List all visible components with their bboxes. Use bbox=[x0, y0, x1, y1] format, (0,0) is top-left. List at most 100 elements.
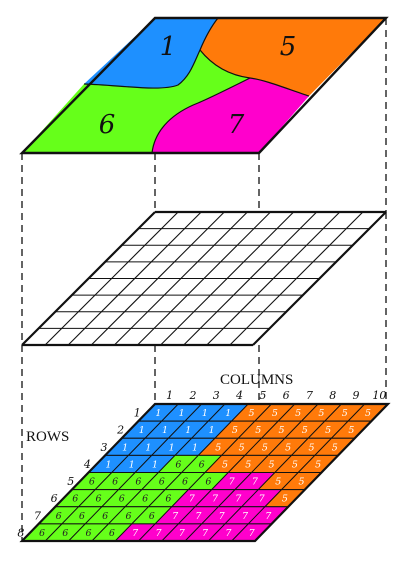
raster-cell-value: 6 bbox=[62, 528, 68, 539]
raster-cell-value: 6 bbox=[182, 477, 188, 488]
raster-cell-value: 1 bbox=[179, 408, 185, 419]
raster-cell-value: 5 bbox=[295, 408, 301, 419]
raster-cell-value: 1 bbox=[225, 408, 231, 419]
raster-cell-value: 6 bbox=[119, 494, 125, 505]
raster-cell-value: 6 bbox=[149, 511, 155, 522]
column-number: 3 bbox=[213, 389, 220, 402]
column-number: 1 bbox=[166, 389, 173, 402]
column-number: 2 bbox=[188, 389, 196, 402]
empty-grid-layer bbox=[21, 210, 387, 347]
raster-cell-value: 1 bbox=[105, 459, 111, 470]
raster-cell-value: 6 bbox=[175, 459, 181, 470]
raster-cell-value: 7 bbox=[259, 494, 266, 505]
raster-cell-value: 1 bbox=[155, 408, 161, 419]
raster-cell-value: 6 bbox=[95, 494, 101, 505]
raster-cell-value: 5 bbox=[262, 442, 268, 453]
raster-cell-value: 6 bbox=[205, 477, 211, 488]
raster-cell-value: 5 bbox=[325, 425, 331, 436]
layer-connectors bbox=[21, 18, 387, 540]
raster-cell-value: 7 bbox=[229, 477, 236, 488]
raster-cell-value: 7 bbox=[189, 494, 196, 505]
raster-cell-value: 5 bbox=[269, 459, 275, 470]
region-label-1: 1 bbox=[160, 32, 177, 62]
raster-cell-value: 1 bbox=[152, 459, 158, 470]
raster-cell-value: 5 bbox=[245, 459, 251, 470]
raster-cell-value: 7 bbox=[225, 528, 232, 539]
raster-cell-value: 6 bbox=[72, 494, 78, 505]
raster-cell-value: 5 bbox=[365, 408, 371, 419]
raster-cell-value: 5 bbox=[275, 477, 281, 488]
raster-cell-value: 7 bbox=[249, 528, 256, 539]
column-numbers: 1 2 3 4 5 6 7 8 9 10 bbox=[166, 389, 386, 402]
region-label-6: 6 bbox=[99, 110, 116, 140]
raster-cell-value: 7 bbox=[195, 511, 202, 522]
columns-label: COLUMNS bbox=[220, 372, 293, 388]
raster-cell-value: 5 bbox=[292, 459, 298, 470]
raster-cell-value: 6 bbox=[89, 477, 95, 488]
row-number: 3 bbox=[100, 441, 107, 454]
raster-cell-value: 6 bbox=[135, 477, 141, 488]
raster-cell-value: 6 bbox=[142, 494, 148, 505]
raster-cell-value: 6 bbox=[56, 511, 62, 522]
raster-cell-value: 5 bbox=[318, 408, 324, 419]
raster-cell-value: 6 bbox=[112, 477, 118, 488]
raster-cell-value: 5 bbox=[342, 408, 348, 419]
row-number: 8 bbox=[17, 526, 24, 539]
column-number: 4 bbox=[235, 389, 243, 402]
column-number: 6 bbox=[283, 389, 290, 402]
region-map-layer: 1 5 6 7 bbox=[19, 16, 389, 155]
row-number: 5 bbox=[67, 475, 74, 488]
raster-cell-value: 5 bbox=[239, 442, 245, 453]
raster-cell-value: 5 bbox=[278, 425, 284, 436]
raster-cell-value: 5 bbox=[308, 442, 314, 453]
row-number: 6 bbox=[51, 492, 58, 505]
region-5 bbox=[200, 18, 386, 96]
raster-cell-value: 1 bbox=[209, 425, 215, 436]
raster-cell-value: 1 bbox=[122, 442, 128, 453]
raster-cell-value: 5 bbox=[272, 408, 278, 419]
raster-cell-value: 5 bbox=[302, 425, 308, 436]
raster-cell-value: 7 bbox=[179, 528, 186, 539]
raster-cell-value: 1 bbox=[129, 459, 135, 470]
raster-cell-value: 5 bbox=[232, 425, 238, 436]
raster-cell-value: 7 bbox=[252, 477, 259, 488]
region-6 bbox=[22, 50, 250, 153]
column-number: 9 bbox=[353, 389, 360, 402]
raster-cell-value: 1 bbox=[202, 408, 208, 419]
row-number: 1 bbox=[134, 407, 141, 420]
region-boundaries bbox=[83, 17, 310, 154]
raster-cell-value: 5 bbox=[222, 459, 228, 470]
region-label-7: 7 bbox=[228, 110, 245, 140]
raster-grid-border bbox=[19, 402, 391, 543]
column-number: 8 bbox=[329, 389, 336, 402]
raster-cell-value: 1 bbox=[162, 425, 168, 436]
raster-cell-value: 1 bbox=[192, 442, 198, 453]
raster-cell-value: 7 bbox=[265, 511, 272, 522]
raster-cell-value: 7 bbox=[202, 528, 209, 539]
raster-cell-value: 7 bbox=[212, 494, 219, 505]
column-number: 10 bbox=[372, 389, 386, 402]
column-number: 5 bbox=[259, 389, 266, 402]
raster-cell-value: 1 bbox=[185, 425, 191, 436]
raster-cell-value: 7 bbox=[132, 528, 139, 539]
region-map-border bbox=[19, 16, 389, 155]
raster-cell-value: 6 bbox=[165, 494, 171, 505]
raster-cell-value: 5 bbox=[332, 442, 338, 453]
raster-cell-value: 5 bbox=[348, 425, 354, 436]
raster-cell-value: 7 bbox=[235, 494, 242, 505]
region-1 bbox=[84, 18, 218, 89]
raster-cell-value: 5 bbox=[282, 494, 288, 505]
region-7 bbox=[152, 78, 309, 153]
raster-cell-value: 6 bbox=[79, 511, 85, 522]
raster-cell-value: 5 bbox=[249, 408, 255, 419]
raster-cell-value: 5 bbox=[255, 425, 261, 436]
raster-cell-value: 6 bbox=[159, 477, 165, 488]
raster-cell-value: 6 bbox=[86, 528, 92, 539]
raster-cell-value: 6 bbox=[39, 528, 45, 539]
raster-cell-value: 5 bbox=[285, 442, 291, 453]
column-number: 7 bbox=[306, 389, 313, 402]
raster-cell-value: 5 bbox=[315, 459, 321, 470]
